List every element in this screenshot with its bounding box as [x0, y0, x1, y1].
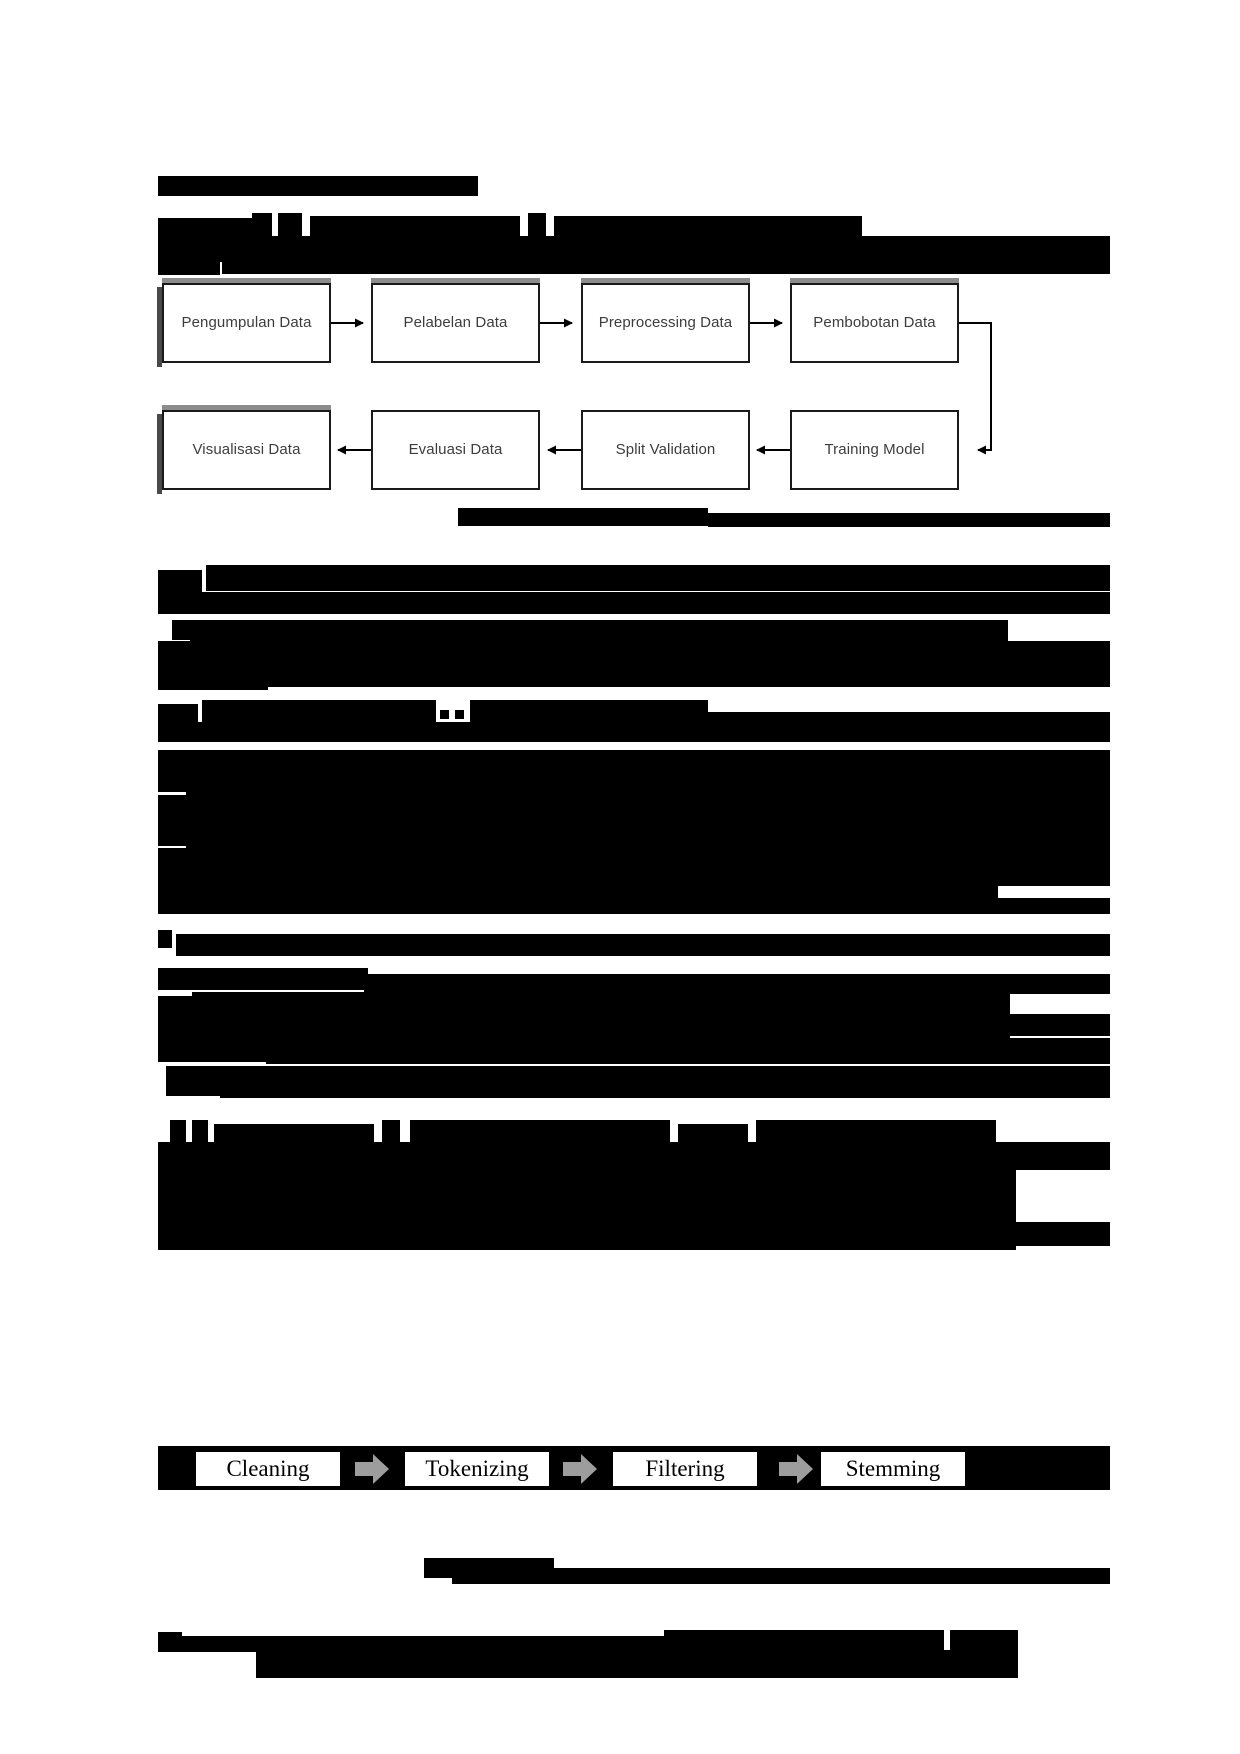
pp-box-filtering[interactable]: Filtering: [611, 1450, 759, 1488]
flow-box-preprocessing-data[interactable]: Preprocessing Data: [581, 278, 750, 363]
redacted-text-bar: [410, 1120, 670, 1144]
redacted-text-bar: [158, 898, 1110, 914]
redacted-text-bar: [440, 710, 449, 719]
redacted-text-bar: [206, 565, 1110, 591]
redacted-text-bar: [166, 1078, 222, 1096]
redacted-text-bar: [158, 218, 258, 236]
redacted-text-bar: [664, 1630, 944, 1652]
pp-box-label: Filtering: [645, 1456, 725, 1481]
redacted-text-bar: [158, 750, 1110, 774]
redacted-text-bar: [452, 1568, 1110, 1584]
pp-box-stemming[interactable]: Stemming: [819, 1450, 967, 1488]
redacted-text-bar: [158, 1046, 268, 1062]
redacted-text-bar: [158, 672, 268, 690]
pp-box-tokenizing[interactable]: Tokenizing: [403, 1450, 551, 1488]
flow-box-label: Training Model: [824, 441, 925, 458]
redacted-text-bar: [158, 772, 188, 792]
redacted-text-bar: [158, 930, 172, 948]
redacted-text-bar: [706, 712, 1110, 726]
flow-box-pengumpulan-data[interactable]: Pengumpulan Data: [157, 278, 331, 367]
flow-box-pelabelan-data[interactable]: Pelabelan Data: [371, 278, 540, 363]
flow-box-pembobotan-data[interactable]: Pembobotan Data: [790, 278, 959, 363]
flow-box-split-validation[interactable]: Split Validation: [581, 410, 750, 490]
pp-box-label: Cleaning: [226, 1456, 310, 1481]
flow-box-label: Pengumpulan Data: [181, 314, 312, 331]
redacted-text-bar: [382, 1120, 400, 1144]
redacted-text-bar: [180, 1636, 664, 1652]
flow-box-label: Visualisasi Data: [192, 441, 301, 458]
pp-arrow-icon-3: [779, 1452, 815, 1486]
redacted-text-bar: [158, 176, 478, 196]
redacted-text-bar: [202, 700, 436, 726]
redacted-text-bar: [158, 1022, 232, 1040]
redacted-text-bar: [266, 665, 1110, 687]
redacted-text-bar: [158, 996, 194, 1018]
redacted-text-bar: [158, 259, 220, 275]
redacted-text-bar: [455, 710, 464, 719]
redacted-text-bar: [528, 213, 546, 238]
redacted-text-bar: [278, 213, 302, 237]
redacted-text-bar: [256, 1650, 1018, 1678]
redacted-text-bar: [220, 1072, 1110, 1098]
flow-box-evaluasi-data[interactable]: Evaluasi Data: [371, 410, 540, 490]
redacted-text-bar: [158, 880, 188, 898]
flow-box-label: Preprocessing Data: [598, 314, 733, 331]
redacted-text-bar: [554, 216, 862, 238]
redacted-text-bar: [222, 252, 1110, 274]
flow-box-training-model[interactable]: Training Model: [790, 410, 959, 490]
pp-box-cleaning[interactable]: Cleaning: [194, 1450, 342, 1488]
redacted-text-bar: [158, 704, 198, 726]
redacted-text-bar: [756, 1120, 996, 1144]
redacted-text-bar: [310, 216, 520, 238]
pp-box-label: Tokenizing: [425, 1456, 529, 1481]
flow-box-label: Evaluasi Data: [408, 441, 503, 458]
redacted-text-bar: [678, 1124, 748, 1144]
redacted-text-bar: [158, 641, 1110, 665]
redacted-text-bar: [176, 934, 1110, 956]
flow-box-label: Split Validation: [615, 441, 716, 458]
flow-box-label: Pelabelan Data: [403, 314, 508, 331]
redacted-text-bar: [158, 1166, 1016, 1250]
redacted-text-bar: [158, 592, 1110, 614]
redacted-text-bar: [228, 1020, 1010, 1042]
flow-box-visualisasi-data[interactable]: Visualisasi Data: [157, 405, 331, 494]
redacted-text-bar: [192, 992, 1010, 1018]
redacted-text-bar: [158, 722, 1110, 742]
redacted-text-bar: [364, 974, 1110, 994]
redacted-text-bar: [214, 1124, 374, 1144]
redacted-text-bar: [950, 1630, 1018, 1652]
pp-arrow-icon-1: [355, 1452, 391, 1486]
redacted-text-bar: [192, 1120, 208, 1142]
redacted-text-bar: [158, 968, 368, 990]
pp-arrow-icon-2: [563, 1452, 599, 1486]
redacted-text-bar: [252, 213, 272, 237]
flow-box-label: Pembobotan Data: [813, 314, 936, 331]
pp-box-label: Stemming: [845, 1456, 941, 1481]
redacted-text-bar: [470, 700, 708, 726]
redacted-text-bar: [190, 620, 1008, 644]
redacted-text-bar: [186, 772, 1110, 798]
redacted-text-bar: [170, 1120, 186, 1142]
redacted-text-bar: [158, 1632, 182, 1652]
redacted-text-bar: [266, 1044, 1110, 1064]
redacted-text-bar: [708, 513, 1110, 527]
redacted-text-bar: [458, 508, 708, 526]
redacted-text-bar: [158, 570, 202, 592]
redacted-text-bar: [158, 826, 188, 846]
redacted-text-bar: [186, 826, 1110, 852]
